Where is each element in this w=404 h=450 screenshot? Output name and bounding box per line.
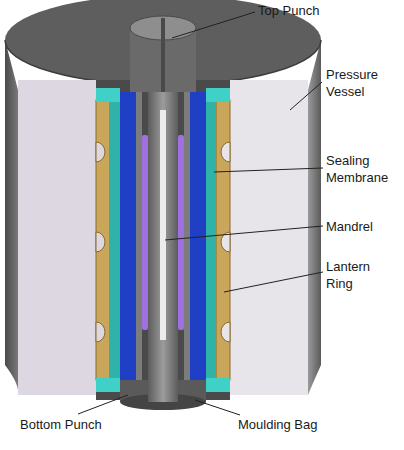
- vessel-outer-wall: [308, 40, 321, 395]
- powder-compact: [142, 135, 148, 330]
- part-label: Top Punch: [258, 2, 348, 19]
- mandrel: [148, 40, 178, 400]
- membrane-flange: [96, 88, 120, 102]
- part-label: Mandrel: [326, 218, 400, 235]
- leader-line: [165, 226, 323, 240]
- vessel-cut-face: [230, 80, 308, 395]
- moulding-bag: [120, 92, 136, 388]
- sealing-membrane: [206, 95, 216, 385]
- membrane-flange: [206, 378, 230, 392]
- lantern-ring: [216, 100, 230, 380]
- vessel-outer-wall: [5, 40, 18, 395]
- leader-line: [290, 82, 322, 110]
- mandrel: [148, 380, 178, 402]
- leader-line: [224, 272, 323, 292]
- powder-compact: [178, 135, 184, 330]
- membrane-flange: [206, 88, 230, 102]
- part-label: Sealing Membrane: [326, 152, 400, 186]
- mandrel-slot: [160, 110, 166, 340]
- cavity: [184, 92, 190, 388]
- cavity: [136, 92, 142, 388]
- part-label: Bottom Punch: [20, 416, 120, 433]
- leader-line: [195, 400, 240, 415]
- leader-line: [78, 395, 128, 414]
- part-label: Moulding Bag: [238, 416, 338, 433]
- part-label: Pressure Vessel: [326, 66, 398, 100]
- lantern-ring-port: [96, 142, 105, 342]
- lantern-ring: [96, 100, 110, 380]
- sealing-membrane: [110, 95, 120, 385]
- membrane-flange: [96, 378, 120, 392]
- moulding-bag: [190, 92, 206, 388]
- vessel-cut-face: [18, 80, 96, 395]
- top-punch-split: [161, 18, 165, 92]
- part-label: Lantern Ring: [326, 258, 390, 292]
- leader-line: [214, 168, 323, 172]
- leader-line: [172, 12, 255, 38]
